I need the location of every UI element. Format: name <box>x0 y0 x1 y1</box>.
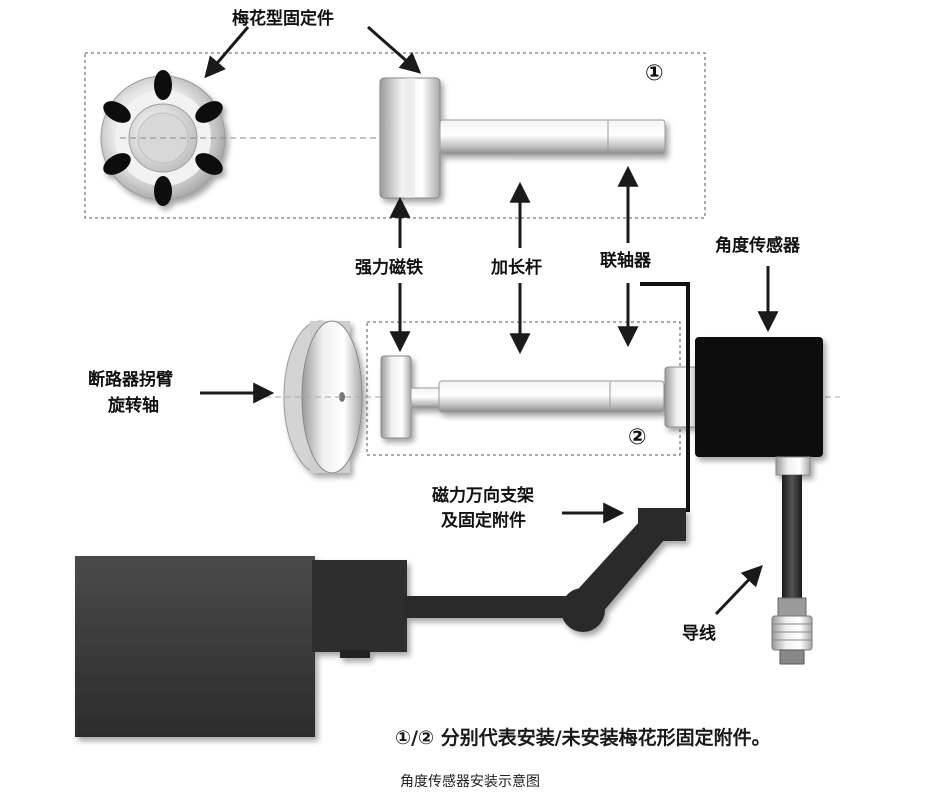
label-plum-fixture: 梅花型固定件 <box>232 8 334 29</box>
figure-caption: 角度传感器安装示意图 <box>400 774 540 790</box>
label-extension-rod: 加长杆 <box>490 257 542 278</box>
marker-uninstalled: ② <box>628 425 647 450</box>
angle-sensor-body <box>664 337 823 476</box>
magnet-assembly-top <box>379 77 666 199</box>
label-magnet: 强力磁铁 <box>355 257 423 278</box>
annotation-arrows <box>200 25 779 616</box>
label-coupling: 联轴器 <box>600 250 652 271</box>
installed-variant-box <box>84 52 706 219</box>
marker-installed: ① <box>645 61 664 86</box>
label-breaker-shaft-line1: 断路器拐臂 <box>88 369 173 390</box>
label-breaker-shaft-line2: 旋转轴 <box>107 395 159 416</box>
label-bracket-line2: 及固定附件 <box>441 510 526 531</box>
sensor-cable <box>771 475 813 665</box>
label-cable: 导线 <box>682 623 716 644</box>
label-angle-sensor: 角度传感器 <box>715 235 801 256</box>
magnet-assembly-middle <box>380 355 665 439</box>
label-bracket-line1: 磁力万向支架 <box>432 485 534 506</box>
magnetic-universal-bracket <box>75 508 686 737</box>
installation-note: ①/② 分别代表安装/未安装梅花形固定附件。 <box>395 726 771 749</box>
